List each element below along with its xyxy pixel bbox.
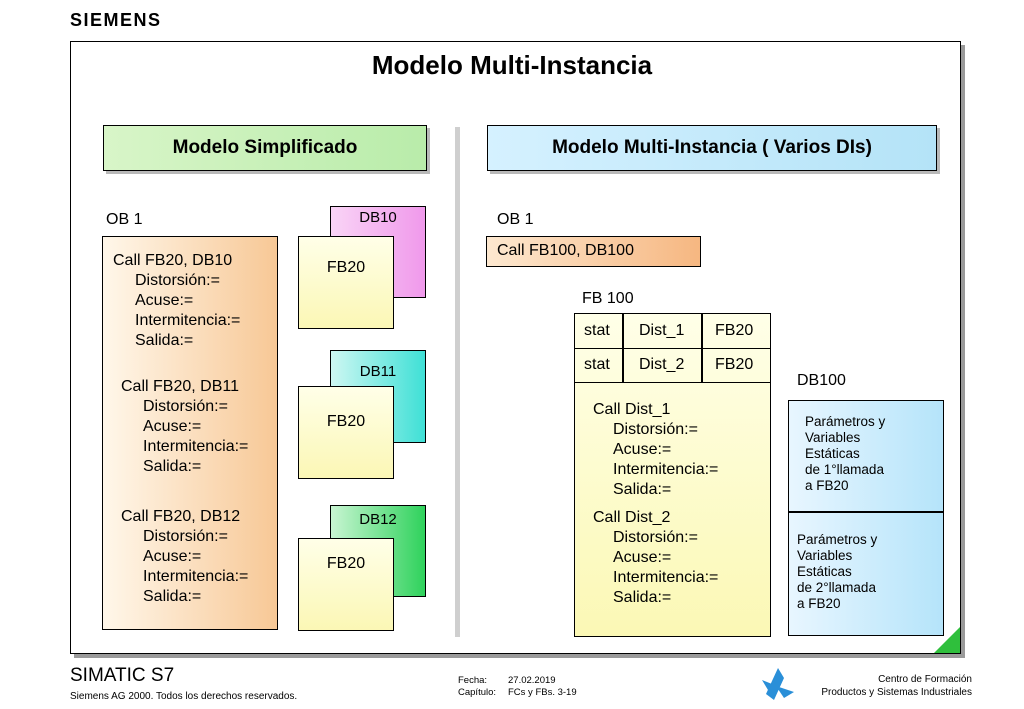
right-ob1-label: OB 1 bbox=[497, 211, 534, 228]
fb20-label: FB20 bbox=[326, 413, 366, 430]
table-divider bbox=[701, 314, 703, 382]
table-divider bbox=[622, 314, 624, 382]
param-line: Distorsión:= bbox=[613, 421, 698, 438]
db100-line: de 1°llamada bbox=[805, 462, 884, 477]
db100-line: Estáticas bbox=[805, 446, 860, 461]
footer-center-text: Centro de Formación Productos y Sistemas… bbox=[780, 673, 972, 699]
call-line: Call Dist_2 bbox=[593, 509, 671, 526]
training-center-logo-icon bbox=[758, 664, 798, 704]
param-line: Intermitencia:= bbox=[135, 312, 241, 329]
db100-part-2: Parámetros y Variables Estáticas de 2°ll… bbox=[797, 532, 951, 612]
date-label: Fecha: bbox=[458, 675, 488, 686]
db100-line: a FB20 bbox=[797, 596, 841, 611]
param-line: Intermitencia:= bbox=[613, 461, 719, 478]
stat-type: FB20 bbox=[715, 356, 754, 373]
stat-name: Dist_2 bbox=[639, 356, 685, 373]
db100-line: Estáticas bbox=[797, 564, 852, 579]
db100-line: Parámetros y bbox=[797, 532, 878, 547]
call-line: Call FB20, DB11 bbox=[121, 378, 239, 395]
center-line-2: Productos y Sistemas Industriales bbox=[821, 687, 972, 698]
column-divider bbox=[455, 127, 460, 637]
db100-line: Variables bbox=[805, 430, 861, 445]
call-block-1: Call FB20, DB10 Distorsión:= Acuse:= Int… bbox=[113, 251, 240, 351]
left-ob1-block: Call FB20, DB10 Distorsión:= Acuse:= Int… bbox=[102, 236, 278, 630]
date-value: 27.02.2019 bbox=[508, 675, 556, 686]
param-line: Intermitencia:= bbox=[143, 438, 249, 455]
param-line: Distorsión:= bbox=[143, 398, 228, 415]
footer-meta: Fecha: 27.02.2019 Capítulo: FCs y FBs. 3-1… bbox=[458, 675, 577, 699]
stat-name: Dist_1 bbox=[639, 322, 685, 339]
fb100-label: FB 100 bbox=[582, 290, 634, 307]
fb20-block-1: FB20 bbox=[298, 236, 394, 329]
db100-divider bbox=[789, 511, 943, 513]
param-line: Distorsión:= bbox=[135, 272, 220, 289]
fb100-block: stat Dist_1 FB20 stat Dist_2 FB20 Call D… bbox=[574, 313, 771, 637]
call-line: Call Dist_1 bbox=[593, 401, 671, 418]
left-header: Modelo Simplificado bbox=[103, 125, 427, 171]
param-line: Acuse:= bbox=[143, 548, 202, 565]
center-line-1: Centro de Formación bbox=[878, 674, 972, 685]
db100-label: DB100 bbox=[797, 372, 846, 389]
fb20-label: FB20 bbox=[326, 555, 366, 572]
stat-row: stat Dist_2 FB20 bbox=[575, 348, 770, 383]
dist1-call-block: Call Dist_1 Distorsión:= Acuse:= Intermi… bbox=[593, 400, 718, 500]
call-block-2: Call FB20, DB11 Distorsión:= Acuse:= Int… bbox=[121, 377, 248, 477]
param-line: Acuse:= bbox=[143, 418, 202, 435]
db100-line: de 2°llamada bbox=[797, 580, 876, 595]
db100-line: Variables bbox=[797, 548, 853, 563]
fb20-block-2: FB20 bbox=[298, 386, 394, 479]
right-header: Modelo Multi-Instancia ( Varios DIs) bbox=[487, 125, 937, 171]
fb20-block-3: FB20 bbox=[298, 538, 394, 631]
db100-line: Parámetros y bbox=[805, 414, 886, 429]
chapter-label: Capítulo: bbox=[458, 687, 497, 698]
param-line: Acuse:= bbox=[613, 549, 672, 566]
param-line: Intermitencia:= bbox=[143, 568, 249, 585]
param-line: Distorsión:= bbox=[143, 528, 228, 545]
dist2-call-block: Call Dist_2 Distorsión:= Acuse:= Intermi… bbox=[593, 508, 718, 608]
left-ob1-label: OB 1 bbox=[106, 211, 143, 228]
param-line: Salida:= bbox=[143, 458, 202, 475]
param-line: Salida:= bbox=[613, 481, 672, 498]
param-line: Salida:= bbox=[613, 589, 672, 606]
stat-type: FB20 bbox=[715, 322, 754, 339]
param-line: Salida:= bbox=[143, 588, 202, 605]
db12-label: DB12 bbox=[359, 511, 397, 528]
param-line: Salida:= bbox=[135, 332, 194, 349]
param-line: Acuse:= bbox=[135, 292, 194, 309]
param-line: Intermitencia:= bbox=[613, 569, 719, 586]
right-ob1-call: Call FB100, DB100 bbox=[486, 236, 701, 267]
call-line: Call FB20, DB12 bbox=[121, 508, 241, 525]
db10-label: DB10 bbox=[359, 209, 397, 226]
fb20-label: FB20 bbox=[326, 259, 366, 276]
db100-block: Parámetros y Variables Estáticas de 1°ll… bbox=[788, 400, 944, 636]
db100-part-1: Parámetros y Variables Estáticas de 1°ll… bbox=[805, 414, 959, 494]
chapter-value: FCs y FBs. 3-19 bbox=[508, 687, 577, 698]
product-name: SIMATIC S7 bbox=[70, 665, 175, 686]
copyright-text: Siemens AG 2000. Todos los derechos rese… bbox=[70, 691, 298, 702]
call-block-3: Call FB20, DB12 Distorsión:= Acuse:= Int… bbox=[121, 507, 248, 607]
stat-row: stat Dist_1 FB20 bbox=[575, 314, 770, 349]
stat-kind: stat bbox=[584, 356, 610, 373]
param-line: Distorsión:= bbox=[613, 529, 698, 546]
slide-title: Modelo Multi-Instancia bbox=[371, 50, 653, 80]
siemens-logo: SIEMENS bbox=[70, 10, 162, 30]
db11-label: DB11 bbox=[359, 363, 397, 380]
stat-kind: stat bbox=[584, 322, 610, 339]
db100-line: a FB20 bbox=[805, 478, 849, 493]
call-line: Call FB20, DB10 bbox=[113, 252, 233, 269]
param-line: Acuse:= bbox=[613, 441, 672, 458]
